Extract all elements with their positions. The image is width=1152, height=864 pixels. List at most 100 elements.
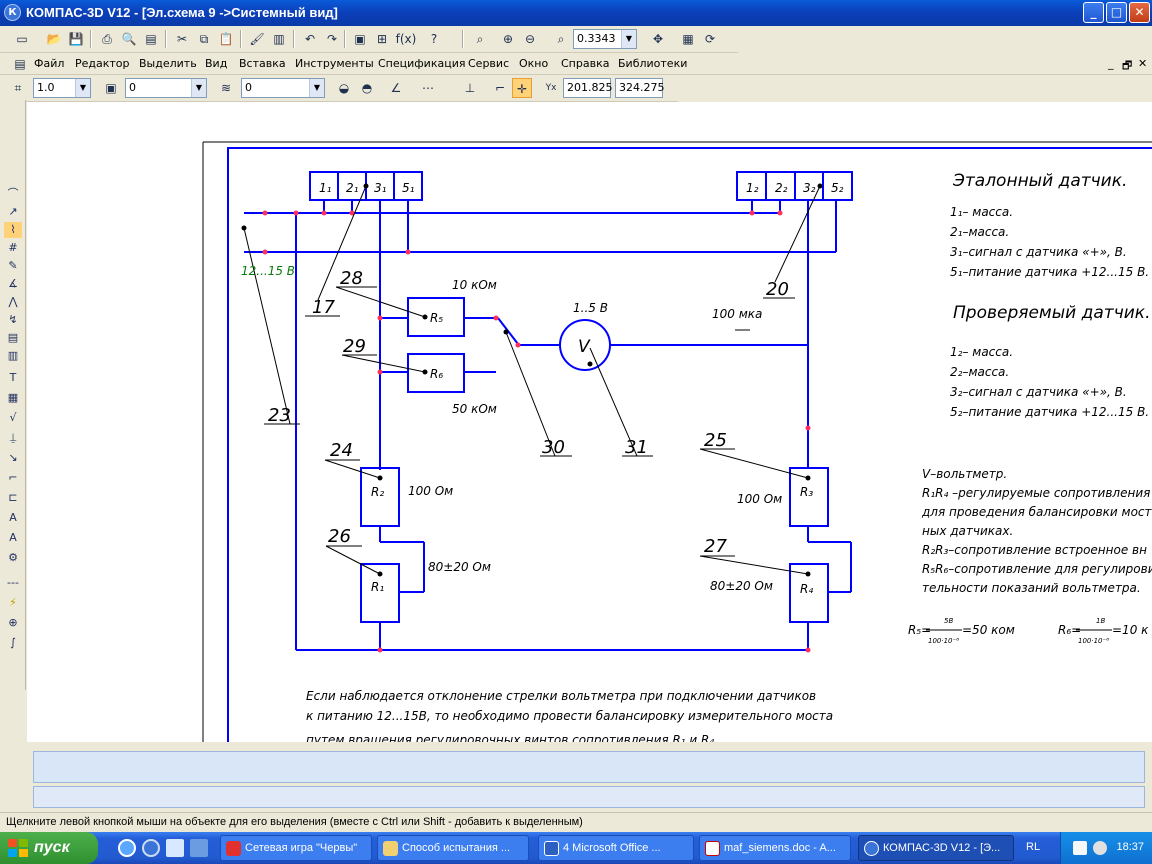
step-combo[interactable]: 1.0 ▼ — [33, 78, 91, 98]
menu-file[interactable]: Файл — [34, 57, 65, 70]
menu-help[interactable]: Справка — [561, 57, 610, 70]
select-icon[interactable]: ↯ — [8, 313, 18, 326]
drawing-canvas[interactable]: 1₁ 2₁ 3₁ 5₁ 1₂ 2₂ 3₂ 5₂ 12...15 В 10 кОм… — [27, 102, 1152, 742]
text-icon[interactable]: T — [9, 371, 17, 384]
chevron-down-icon[interactable]: ▼ — [621, 30, 636, 48]
new-document-icon[interactable]: ▭ — [16, 32, 28, 46]
leader-icon[interactable]: ⌐ — [8, 471, 18, 484]
variables-fx-icon[interactable]: f(x) — [395, 32, 417, 46]
open-folder-icon[interactable]: 📂 — [46, 32, 62, 46]
reports-icon[interactable]: ▥ — [7, 349, 19, 362]
local-snap-icon[interactable]: ◓ — [361, 81, 373, 95]
task-folder[interactable]: Способ испытания ... — [377, 835, 529, 861]
pan-icon[interactable]: ✥ — [652, 32, 664, 46]
doc-restore-button[interactable]: 🗗 — [1122, 59, 1133, 72]
task-word-group[interactable]: 4 Microsoft Office ... — [538, 835, 694, 861]
position-icon[interactable]: ⊏ — [8, 491, 18, 504]
show-desktop-icon[interactable] — [166, 839, 184, 857]
format-painter-icon[interactable]: 🖌 — [249, 32, 265, 46]
crosshair-icon[interactable]: ⊕ — [8, 616, 18, 629]
base-icon[interactable]: ⍊ — [9, 431, 17, 444]
table-grid-icon[interactable]: # — [8, 241, 18, 254]
copy-icon[interactable]: ⧉ — [199, 32, 209, 46]
coordinate-system-icon[interactable]: ⊥ — [464, 81, 476, 95]
menu-select[interactable]: Выделить — [139, 57, 197, 70]
menu-insert[interactable]: Вставка — [239, 57, 286, 70]
undo-icon[interactable]: ↶ — [304, 32, 316, 46]
table-icon[interactable]: ▦ — [7, 391, 19, 404]
gear-icon[interactable]: ⚙ — [8, 551, 18, 564]
doc-close-button[interactable]: ✕ — [1138, 57, 1148, 70]
menu-tools[interactable]: Инструменты — [295, 57, 374, 70]
tree-icon[interactable]: ⊞ — [376, 32, 388, 46]
roughness-icon[interactable]: √ — [9, 411, 17, 424]
snap-active-icon[interactable]: ✛ — [512, 78, 532, 98]
magnet-snap-icon[interactable]: ◒ — [338, 81, 350, 95]
zoom-window-icon[interactable]: ⌕ — [476, 32, 484, 46]
menu-libraries[interactable]: Библиотеки — [618, 57, 688, 70]
chevron-down-icon[interactable]: ▼ — [75, 79, 90, 97]
wave-icon[interactable]: ∫ — [10, 636, 16, 649]
start-button[interactable]: пуск — [0, 832, 98, 864]
show-all-icon[interactable]: ⟳ — [704, 32, 716, 46]
properties-box-bottom[interactable] — [33, 786, 1145, 808]
language-indicator[interactable]: RL — [1026, 841, 1041, 853]
task-acrobat[interactable]: maf_siemens.doc - A... — [699, 835, 851, 861]
media-player-icon[interactable] — [190, 839, 208, 857]
measure-icon[interactable]: ⋀ — [8, 295, 18, 308]
zoom-scale-icon[interactable]: ⌕ — [557, 32, 565, 46]
properties-box-top[interactable] — [33, 751, 1145, 783]
maximize-button[interactable]: □ — [1106, 2, 1127, 23]
internet-explorer-icon[interactable] — [118, 839, 136, 857]
menu-service[interactable]: Сервис — [468, 57, 510, 70]
edit-icon[interactable]: ✎ — [8, 259, 18, 272]
doc-minimize-button[interactable]: _ — [1108, 57, 1114, 70]
library-icon[interactable]: ▥ — [273, 32, 285, 46]
refresh-view-icon[interactable]: ▦ — [682, 32, 694, 46]
snap-grid-icon[interactable]: ⌗ — [14, 81, 22, 95]
print-icon[interactable]: ⎙ — [102, 32, 112, 46]
view-arrow-icon[interactable]: ↘ — [8, 451, 18, 464]
chevron-down-icon[interactable]: ▼ — [309, 79, 324, 97]
menu-specification[interactable]: Спецификация — [378, 57, 466, 70]
minimize-button[interactable]: _ — [1083, 2, 1104, 23]
zoom-combo[interactable]: 0.3343 ▼ — [573, 29, 637, 49]
paste-icon[interactable]: 📋 — [218, 32, 234, 46]
menu-window[interactable]: Окно — [519, 57, 549, 70]
spec-icon[interactable]: ▤ — [7, 331, 19, 344]
layer-combo[interactable]: 0 ▼ — [241, 78, 325, 98]
cut-icon[interactable]: ✂ — [176, 32, 188, 46]
state-combo[interactable]: 0 ▼ — [125, 78, 207, 98]
dimensions-icon[interactable]: ↗ — [8, 205, 18, 218]
properties-icon[interactable]: ▤ — [145, 32, 157, 46]
task-hearts-game[interactable]: Сетевая игра "Червы" — [220, 835, 372, 861]
grid-icon[interactable]: ⋯ — [422, 81, 434, 95]
kompas-quicklaunch-icon[interactable] — [142, 839, 160, 857]
network-icon[interactable] — [1073, 841, 1087, 855]
close-button[interactable]: ✕ — [1129, 2, 1150, 23]
redo-icon[interactable]: ↷ — [326, 32, 338, 46]
zoom-out-icon[interactable]: ⊖ — [524, 32, 536, 46]
lightning-icon[interactable]: ⚡ — [9, 596, 17, 609]
coord-x-field[interactable]: 201.825 — [563, 78, 613, 98]
axis-icon[interactable]: A — [9, 531, 17, 544]
help-pointer-icon[interactable]: ? — [430, 32, 438, 46]
save-icon[interactable]: 💾 — [68, 32, 84, 46]
menu-view[interactable]: Вид — [205, 57, 228, 70]
task-kompas[interactable]: КОМПАС-3D V12 - [Э... — [858, 835, 1014, 861]
volume-icon[interactable] — [1093, 841, 1107, 855]
layers-icon[interactable]: ≋ — [220, 81, 232, 95]
coord-y-field[interactable]: 324.275 — [615, 78, 665, 98]
round-off-icon[interactable]: ⌐ — [494, 81, 506, 95]
geometry-icon[interactable]: ⌒ — [7, 187, 19, 200]
symbols-icon[interactable]: ⌇ — [4, 222, 22, 238]
menu-editor[interactable]: Редактор — [75, 57, 130, 70]
chevron-down-icon[interactable]: ▼ — [191, 79, 206, 97]
parametrization-icon[interactable]: ∡ — [8, 277, 18, 290]
print-preview-icon[interactable]: 🔍 — [121, 32, 137, 46]
manager-icon[interactable]: ▣ — [354, 32, 366, 46]
state-icon[interactable]: ▣ — [105, 81, 117, 95]
zoom-in-icon[interactable]: ⊕ — [502, 32, 514, 46]
tolerance-icon[interactable]: A — [9, 511, 17, 524]
ortho-icon[interactable]: ∠ — [390, 81, 402, 95]
